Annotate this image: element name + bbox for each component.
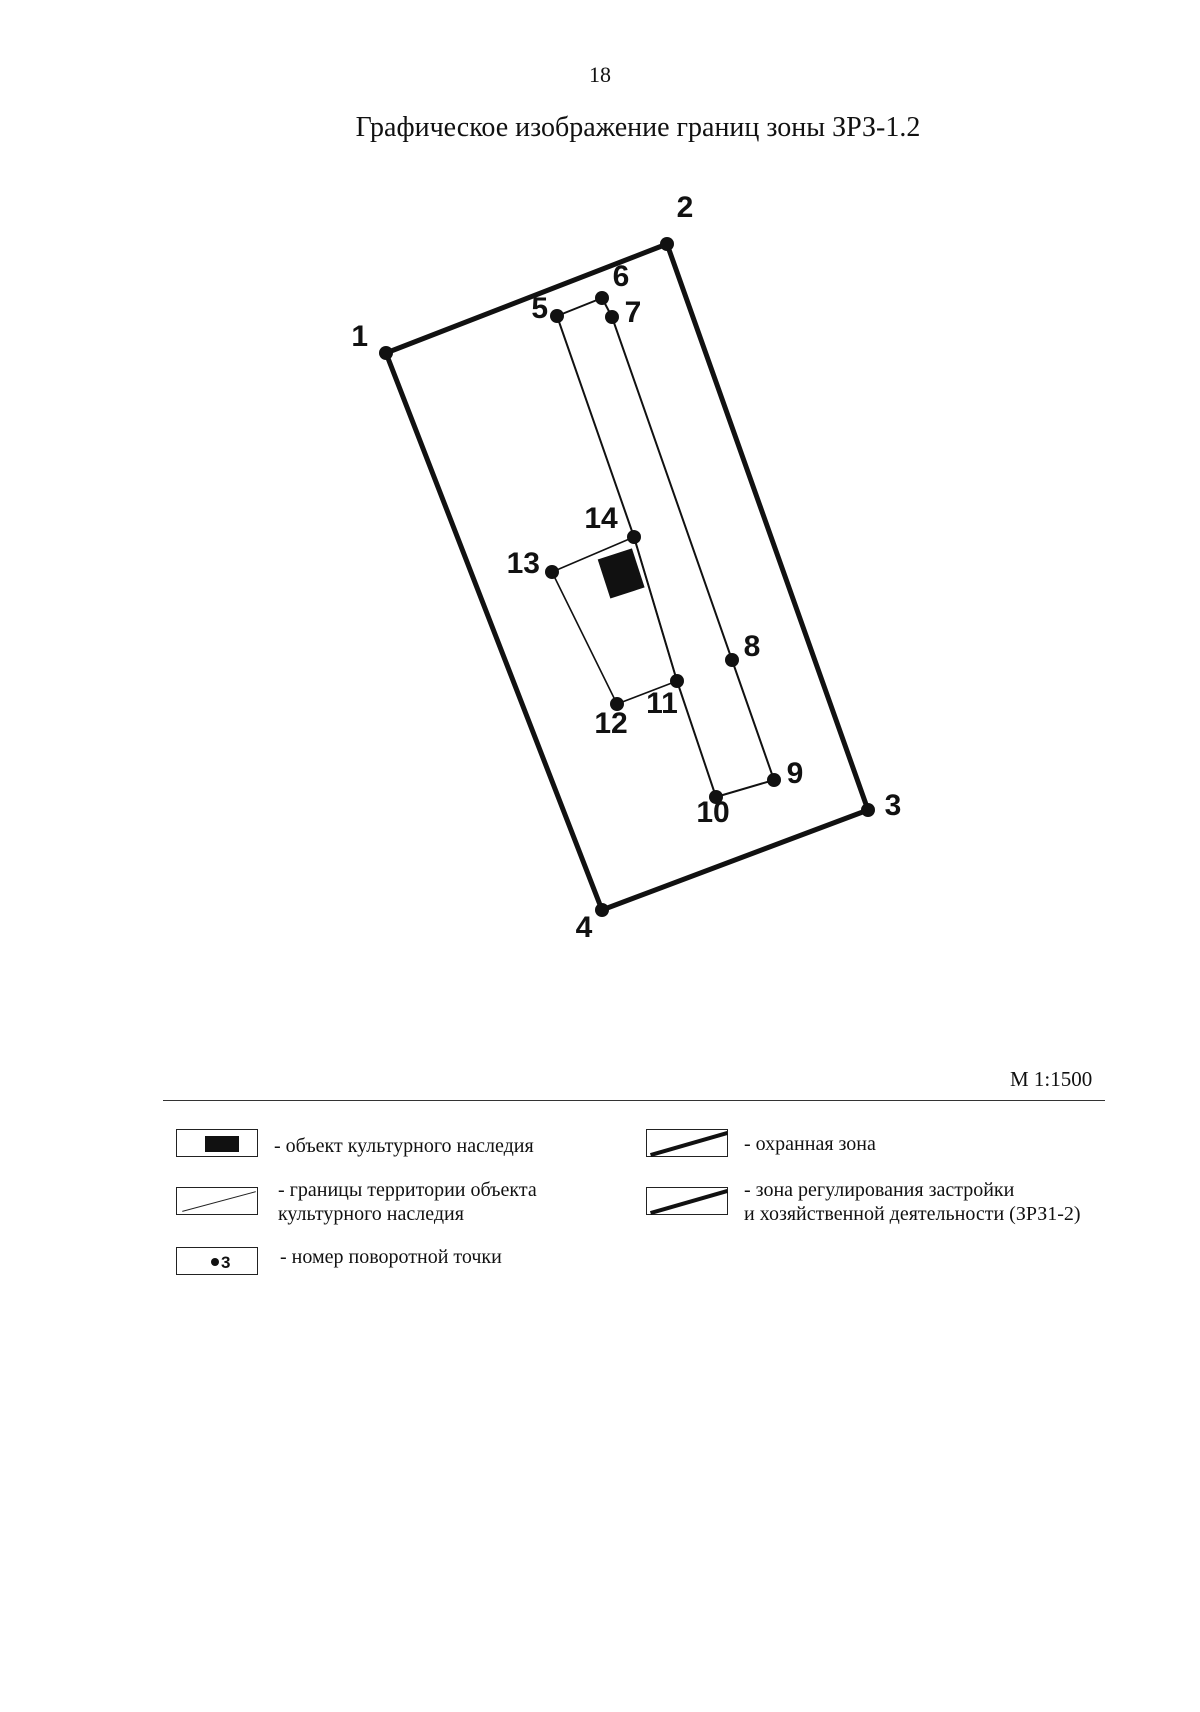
thin-line-icon bbox=[182, 1191, 256, 1212]
legend-point-swatch: 3 bbox=[176, 1247, 258, 1275]
turning-point-4 bbox=[595, 903, 609, 917]
black-square-icon bbox=[205, 1136, 239, 1152]
turning-point-label-3: 3 bbox=[885, 789, 902, 822]
legend-regulation-label-1: - зона регулирования застройки bbox=[744, 1179, 1015, 1201]
turning-point-7 bbox=[605, 310, 619, 324]
turning-point-3 bbox=[861, 803, 875, 817]
page-number: 18 bbox=[589, 62, 611, 87]
turning-point-label-9: 9 bbox=[787, 757, 804, 790]
heritage-object bbox=[597, 548, 645, 599]
legend-territory-label-2: культурного наследия bbox=[278, 1203, 464, 1225]
turning-point-label-4: 4 bbox=[576, 911, 593, 944]
turning-point-14 bbox=[627, 530, 641, 544]
legend-regulation-label-2: и хозяйственной деятельности (ЗРЗ1-2) bbox=[744, 1203, 1081, 1225]
page-title: Графическое изображение границ зоны ЗРЗ-… bbox=[355, 112, 921, 143]
turning-point-label-10: 10 bbox=[696, 796, 729, 829]
legend-territory-label-1: - границы территории объекта bbox=[278, 1179, 537, 1201]
turning-point-label-1: 1 bbox=[351, 320, 368, 353]
legend-regulation-swatch bbox=[646, 1187, 729, 1215]
legend-protection-swatch bbox=[646, 1129, 729, 1157]
legend-territory-swatch bbox=[176, 1187, 258, 1215]
legend-protection-label: - охранная зона bbox=[744, 1133, 876, 1155]
turning-point-9 bbox=[767, 773, 781, 787]
legend-heritage-swatch bbox=[176, 1129, 258, 1157]
turning-point-10 bbox=[709, 790, 723, 804]
turning-point-2 bbox=[660, 237, 674, 251]
turning-point-8 bbox=[725, 653, 739, 667]
turning-point-label-2: 2 bbox=[677, 191, 694, 224]
turning-point-label-5: 5 bbox=[531, 292, 548, 325]
turning-point-11 bbox=[670, 674, 684, 688]
turning-point-12 bbox=[610, 697, 624, 711]
legend-heritage-label: - объект культурного наследия bbox=[274, 1135, 534, 1157]
turning-point-label-8: 8 bbox=[744, 630, 761, 663]
protection-zone-boundary bbox=[556, 297, 775, 798]
turning-point-6 bbox=[595, 291, 609, 305]
legend-divider bbox=[163, 1100, 1105, 1101]
turning-point-label-11: 11 bbox=[646, 687, 678, 720]
dot-icon bbox=[211, 1258, 219, 1266]
turning-point-1 bbox=[379, 346, 393, 360]
turning-point-label-12: 12 bbox=[594, 707, 627, 740]
turning-point-label-7: 7 bbox=[625, 296, 642, 329]
turning-point-label-13: 13 bbox=[507, 547, 540, 580]
turning-point-label-6: 6 bbox=[613, 260, 630, 293]
thick-line-icon bbox=[649, 1189, 729, 1215]
scale-label: М 1:1500 bbox=[1010, 1067, 1093, 1091]
turning-point-13 bbox=[545, 565, 559, 579]
legend-point-label: - номер поворотной точки bbox=[280, 1246, 502, 1268]
turning-point-5 bbox=[550, 309, 564, 323]
thick-line-icon bbox=[649, 1131, 729, 1157]
turning-point-label-14: 14 bbox=[584, 502, 618, 535]
legend-point-sample: 3 bbox=[221, 1253, 231, 1272]
